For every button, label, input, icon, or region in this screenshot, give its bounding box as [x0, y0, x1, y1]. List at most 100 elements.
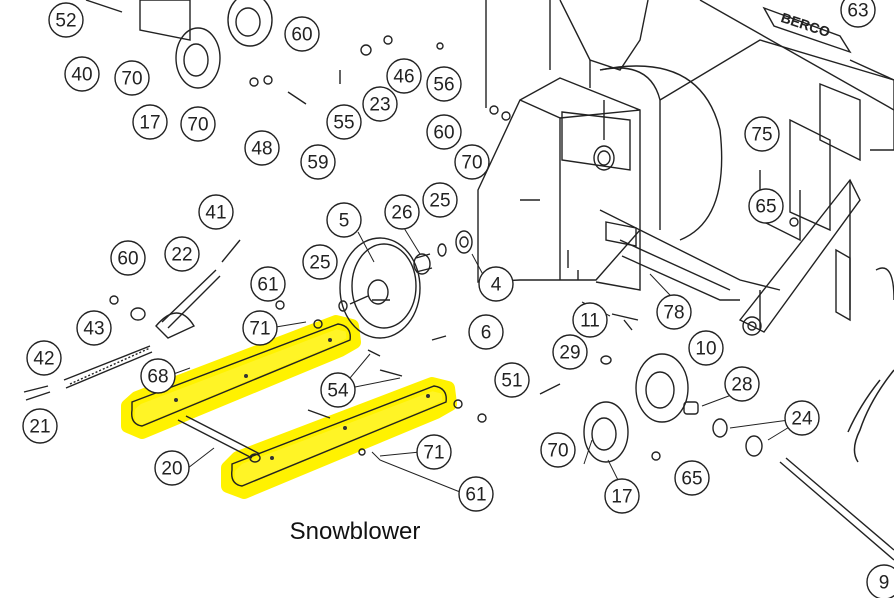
svg-text:17: 17 — [139, 113, 160, 134]
callout-20: 20 — [154, 450, 190, 486]
parts — [23, 0, 894, 561]
callout-70: 70 — [180, 106, 216, 142]
svg-text:42: 42 — [33, 349, 54, 370]
callout-9: 9 — [866, 564, 894, 598]
svg-text:65: 65 — [755, 197, 776, 218]
callout-65: 65 — [748, 188, 784, 224]
callout-60: 60 — [284, 16, 320, 52]
svg-text:22: 22 — [171, 245, 192, 266]
svg-text:28: 28 — [731, 375, 752, 396]
snowblower-housing — [477, 0, 894, 336]
svg-text:61: 61 — [257, 275, 278, 296]
svg-text:48: 48 — [251, 139, 272, 160]
svg-text:71: 71 — [249, 319, 270, 340]
svg-text:70: 70 — [461, 153, 482, 174]
svg-text:17: 17 — [611, 487, 632, 508]
callout-61: 61 — [250, 266, 286, 302]
svg-text:78: 78 — [663, 303, 684, 324]
highlight-lower-arm — [221, 377, 457, 499]
callout-29: 29 — [552, 334, 588, 370]
callout-25: 25 — [422, 182, 458, 218]
svg-text:6: 6 — [481, 323, 492, 344]
svg-text:54: 54 — [327, 381, 349, 402]
callout-26: 26 — [384, 194, 420, 230]
callout-4: 4 — [478, 266, 514, 302]
svg-text:71: 71 — [423, 443, 444, 464]
callout-17: 17 — [132, 104, 168, 140]
svg-text:55: 55 — [333, 113, 354, 134]
callout-54: 54 — [320, 372, 356, 408]
callout-11: 11 — [572, 302, 608, 338]
svg-text:4: 4 — [491, 275, 502, 296]
svg-text:5: 5 — [339, 211, 350, 232]
callout-28: 28 — [724, 366, 760, 402]
callout-71: 71 — [416, 434, 452, 470]
svg-text:51: 51 — [501, 371, 522, 392]
svg-text:29: 29 — [559, 343, 580, 364]
svg-text:61: 61 — [465, 485, 486, 506]
callout-10: 10 — [688, 330, 724, 366]
svg-text:65: 65 — [681, 469, 702, 490]
svg-text:26: 26 — [391, 203, 412, 224]
svg-text:70: 70 — [187, 115, 208, 136]
callout-48: 48 — [244, 130, 280, 166]
callout-22: 22 — [164, 236, 200, 272]
callout-41: 41 — [198, 194, 234, 230]
highlight-upper-arm — [121, 315, 361, 439]
callout-24: 24 — [784, 400, 820, 436]
callout-42: 42 — [26, 340, 62, 376]
callout-40: 40 — [64, 56, 100, 92]
svg-text:9: 9 — [879, 573, 890, 594]
svg-text:43: 43 — [83, 319, 104, 340]
svg-text:75: 75 — [751, 125, 772, 146]
callout-labels: 52 40 70 17 70 60 48 59 55 23 46 56 60 7… — [22, 0, 894, 598]
svg-text:41: 41 — [205, 203, 226, 224]
svg-text:23: 23 — [369, 95, 390, 116]
callout-70: 70 — [454, 144, 490, 180]
svg-text:52: 52 — [55, 11, 76, 32]
svg-text:56: 56 — [433, 75, 454, 96]
svg-text:40: 40 — [71, 65, 92, 86]
svg-text:60: 60 — [433, 123, 454, 144]
svg-text:59: 59 — [307, 153, 328, 174]
callout-71: 71 — [242, 310, 278, 346]
svg-text:25: 25 — [309, 253, 330, 274]
callout-46: 46 — [386, 58, 422, 94]
callout-70: 70 — [114, 60, 150, 96]
callout-25: 25 — [302, 244, 338, 280]
callout-51: 51 — [494, 362, 530, 398]
callout-59: 59 — [300, 144, 336, 180]
callout-21: 21 — [22, 408, 58, 444]
drive-chain — [847, 369, 894, 463]
svg-text:21: 21 — [29, 417, 50, 438]
svg-text:60: 60 — [291, 25, 312, 46]
callout-75: 75 — [744, 116, 780, 152]
callout-78: 78 — [656, 294, 692, 330]
svg-text:63: 63 — [847, 1, 868, 22]
brand-plate-text: BERCO — [779, 9, 832, 40]
callout-23: 23 — [362, 86, 398, 122]
callout-61: 61 — [458, 476, 494, 512]
callout-65: 65 — [674, 460, 710, 496]
callout-55: 55 — [326, 104, 362, 140]
svg-text:46: 46 — [393, 67, 414, 88]
callout-43: 43 — [76, 310, 112, 346]
callout-5: 5 — [326, 202, 362, 238]
diagram-caption: Snowblower — [289, 518, 421, 545]
callout-17: 17 — [604, 478, 640, 514]
svg-text:20: 20 — [161, 459, 182, 480]
svg-text:68: 68 — [147, 367, 168, 388]
callout-56: 56 — [426, 66, 462, 102]
callout-68: 68 — [140, 358, 176, 394]
callout-70: 70 — [540, 432, 576, 468]
svg-text:24: 24 — [791, 409, 813, 430]
svg-text:70: 70 — [121, 69, 142, 90]
svg-text:25: 25 — [429, 191, 450, 212]
callout-6: 6 — [468, 314, 504, 350]
svg-text:11: 11 — [580, 311, 600, 332]
callout-63: 63 — [840, 0, 876, 28]
callout-60: 60 — [110, 240, 146, 276]
callout-60: 60 — [426, 114, 462, 150]
callout-52: 52 — [48, 2, 84, 38]
